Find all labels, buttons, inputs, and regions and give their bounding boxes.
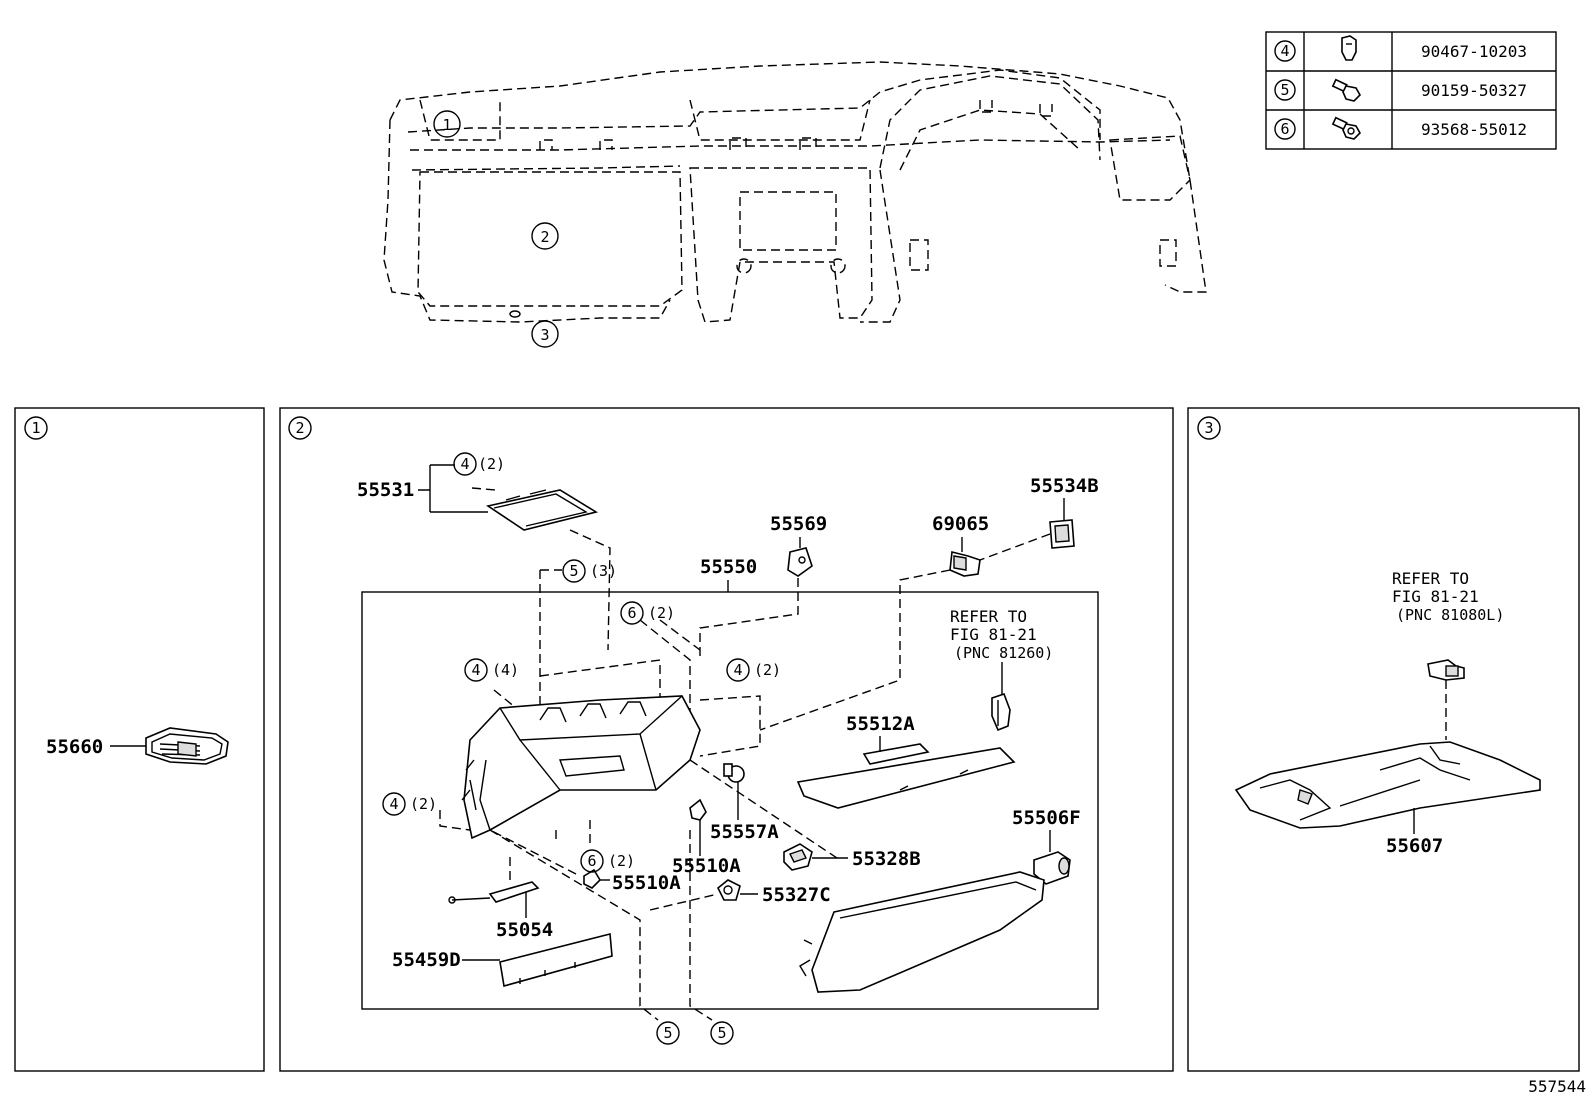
callout-quantity: (2) [648, 604, 675, 622]
hinge-rod-part [448, 881, 540, 904]
callout-quantity: (3) [590, 562, 617, 580]
legend-part-number: 90467-10203 [1421, 42, 1527, 61]
part-label: 55512A [846, 713, 915, 735]
clip-part [787, 547, 813, 577]
cushion-part-lower [583, 868, 602, 889]
part-label: 55510A [672, 855, 741, 877]
legend-row: 4 90467-10203 [1274, 35, 1527, 62]
part-label: 55459D [392, 949, 461, 971]
part-label: 55327C [762, 884, 831, 906]
overview-callout: 2 [540, 228, 549, 246]
callout-number: 4 [460, 455, 469, 473]
callout-number: 4 [471, 661, 480, 679]
legend-row: 6 93568-55012 [1274, 116, 1527, 140]
callout-number: 5 [717, 1024, 726, 1042]
refer-text: (PNC 81260) [954, 644, 1053, 662]
panel-2: 2 55550 55531 4 (2) 5 (3) 55569 [279, 407, 1174, 1072]
panel-callout: 3 [1204, 419, 1213, 437]
part-label: 55660 [46, 736, 103, 758]
legend-callout: 4 [1280, 42, 1289, 60]
callout-number: 6 [587, 852, 596, 870]
part-label: 55531 [357, 479, 414, 501]
legend-table: 4 90467-10203 5 90159-50327 6 9 [1265, 31, 1557, 150]
tray-part [485, 489, 599, 531]
part-label: 55506F [1012, 807, 1081, 829]
glove-box-door-part [799, 871, 1045, 993]
stopper-part [1049, 519, 1075, 549]
legend-row: 5 90159-50327 [1274, 78, 1527, 102]
lower-panel-part [796, 743, 1016, 809]
clip-icon [1341, 35, 1357, 61]
panel-callout: 2 [295, 419, 304, 437]
glove-box-housing-part [461, 695, 701, 840]
part-label: 55510A [612, 872, 681, 894]
dashboard-overview: 1 2 3 [383, 61, 1207, 348]
callout-number: 4 [389, 795, 398, 813]
under-cover-part [1234, 741, 1541, 829]
switch-part [991, 692, 1011, 732]
callout-number: 6 [627, 604, 636, 622]
panel-callout: 1 [31, 419, 40, 437]
callout-quantity: (2) [608, 852, 635, 870]
refer-text: FIG 81-21 [950, 625, 1037, 644]
overview-callout: 1 [442, 116, 451, 134]
refer-text: REFER TO [1392, 569, 1469, 588]
cushion-part [689, 798, 707, 821]
legend-part-number: 93568-55012 [1421, 120, 1527, 139]
part-label: 69065 [932, 513, 989, 535]
part-label: 55328B [852, 848, 921, 870]
bumper-part [716, 879, 741, 901]
part-label: 55569 [770, 513, 827, 535]
air-vent-part [145, 727, 229, 765]
refer-text: REFER TO [950, 607, 1027, 626]
refer-text: (PNC 81080L) [1396, 606, 1504, 624]
legend-callout: 6 [1280, 120, 1289, 138]
lock-cylinder-part [1033, 851, 1071, 885]
legend-callout: 5 [1280, 81, 1289, 99]
panel-3: 3 REFER TO FIG 81-21 (PNC 81080L) 55607 [1187, 407, 1580, 1072]
lock-part [783, 843, 813, 871]
legend-part-number: 90159-50327 [1421, 81, 1527, 100]
callout-number: 5 [663, 1024, 672, 1042]
callout-quantity: (2) [754, 661, 781, 679]
callout-quantity: (2) [410, 795, 437, 813]
screw-icon [1331, 78, 1361, 102]
callout-number: 5 [569, 562, 578, 580]
overview-callout: 3 [540, 326, 549, 344]
damper-part [949, 551, 981, 577]
part-label: 55607 [1386, 835, 1443, 857]
refer-text: FIG 81-21 [1392, 587, 1479, 606]
part-label: 55534B [1030, 475, 1099, 497]
lamp-part [1427, 659, 1465, 681]
damper-pin-part [723, 763, 745, 783]
diagram-id: 557544 [1528, 1077, 1586, 1096]
callout-quantity: (2) [478, 455, 505, 473]
part-label: 55054 [496, 919, 553, 941]
glove-box-assembly-frame [361, 591, 1099, 1010]
callout-quantity: (4) [492, 661, 519, 679]
callout-number: 4 [733, 661, 742, 679]
part-label: 55550 [700, 556, 757, 578]
part-label: 55557A [710, 821, 779, 843]
bolt-icon [1331, 116, 1361, 140]
trim-strip-part [499, 932, 613, 988]
panel-1: 1 55660 [14, 407, 265, 1072]
